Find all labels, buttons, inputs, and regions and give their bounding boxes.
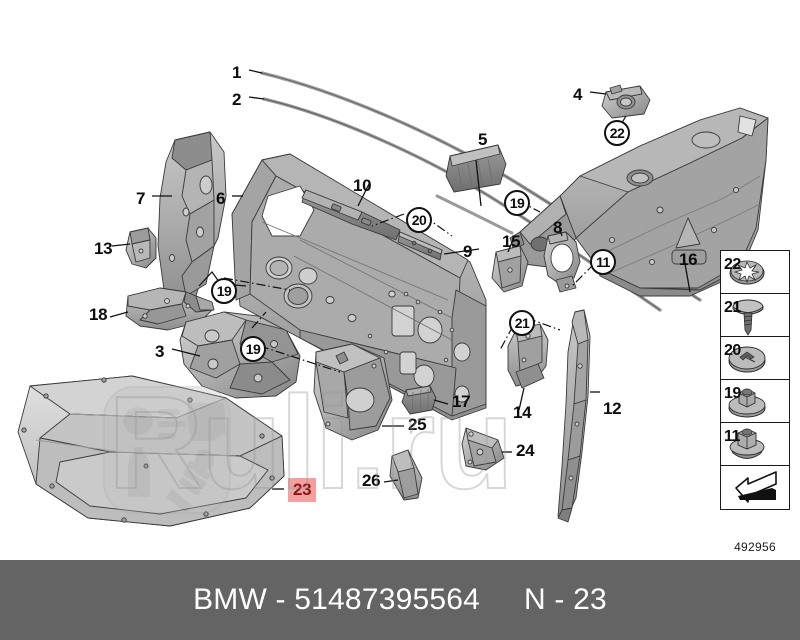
callout-10: 10 [353,176,372,195]
part-26-wedge [389,449,423,501]
callout-9: 9 [463,242,473,261]
part-14-corner-support [507,323,549,389]
expanding-clip-icon [728,346,766,373]
callout-8: 8 [553,218,563,237]
legend-cell-11: 11 [721,423,789,466]
balloon-20: 20 [406,207,432,233]
callout-5: 5 [478,130,488,149]
part-23-floor-insulation [17,375,285,527]
callout-1: 1 [232,63,242,82]
balloon-21: 21 [509,310,535,336]
part-3-mount-bracket [179,311,301,399]
part-18-hinge-bracket [125,287,215,331]
callout-12: 12 [603,399,622,418]
part-12-pillar-reinforcement [557,309,591,523]
balloon-19-a: 19 [211,278,237,304]
legend-number-11: 11 [724,428,740,445]
part-8-ring-bracket [543,231,581,293]
callout-13: 13 [94,239,113,258]
part-4-grommet-mount [601,84,651,119]
callout-3: 3 [155,342,165,361]
diagram-canvas: 1 2 3 4 5 6 7 8 9 10 12 13 14 15 16 17 1… [17,63,790,554]
part-5-ribbed-block [445,144,507,193]
legend-cell-22: 22 [721,251,789,294]
part-7-pillar-reinforcement [157,131,227,319]
callout-18: 18 [89,305,108,324]
push-rivet-icon [732,299,764,336]
part-10-cowl-trim [301,189,401,241]
balloon-22: 22 [604,120,630,146]
callout-26: 26 [362,471,381,490]
legend-code: 492956 [734,540,776,554]
part-6-bulkhead-panel [231,153,487,421]
callout-14: 14 [513,403,532,422]
diagram-artwork [17,69,769,527]
part-9-clip-strip [397,231,443,261]
callout-23-highlighted: 23 [288,478,317,502]
legend-cell-20: 20 [721,337,789,380]
star-washer-icon [729,260,765,285]
legend-number-20: 20 [724,342,741,359]
part-16-insulation-shell [509,107,769,297]
part-17-rubber-block [401,385,437,415]
part-13-bracket [125,227,157,269]
flange-nut-icon [728,388,766,418]
leader-lines [109,69,691,490]
banner-content: BMW - 51487395564 N - 23 [193,583,607,617]
balloon-19-b: 19 [240,336,266,362]
banner-part-number: BMW - 51487395564 [193,583,480,616]
part-15-angled-bracket [491,245,529,293]
part-9-strip [435,194,514,235]
hardware-legend-panel: 22 21 20 [720,250,790,510]
bottom-banner: BMW - 51487395564 N - 23 [0,560,800,640]
legend-number-21: 21 [724,299,741,316]
callout-6: 6 [216,189,226,208]
balloon-11: 11 [590,249,616,275]
direction-arrow-icon [735,471,777,503]
legend-number-19: 19 [724,385,741,402]
legend-cell-21: 21 [721,294,789,337]
callout-25: 25 [408,415,427,434]
legend-cell-direction [721,466,789,509]
hex-nut-icon [729,428,765,459]
legend-cell-19: 19 [721,380,789,423]
callout-4: 4 [573,85,583,104]
part-24-triangle-bracket [461,427,505,471]
callout-17: 17 [452,392,471,411]
part-25-dash-cover [313,343,393,441]
legend-number-22: 22 [724,256,741,273]
callout-7: 7 [136,189,146,208]
callout-16: 16 [679,250,698,269]
callout-15: 15 [502,232,521,251]
balloon-19-c: 19 [504,190,530,216]
banner-note: N - 23 [524,583,607,616]
callout-24: 24 [516,441,535,460]
callout-2: 2 [232,90,242,109]
